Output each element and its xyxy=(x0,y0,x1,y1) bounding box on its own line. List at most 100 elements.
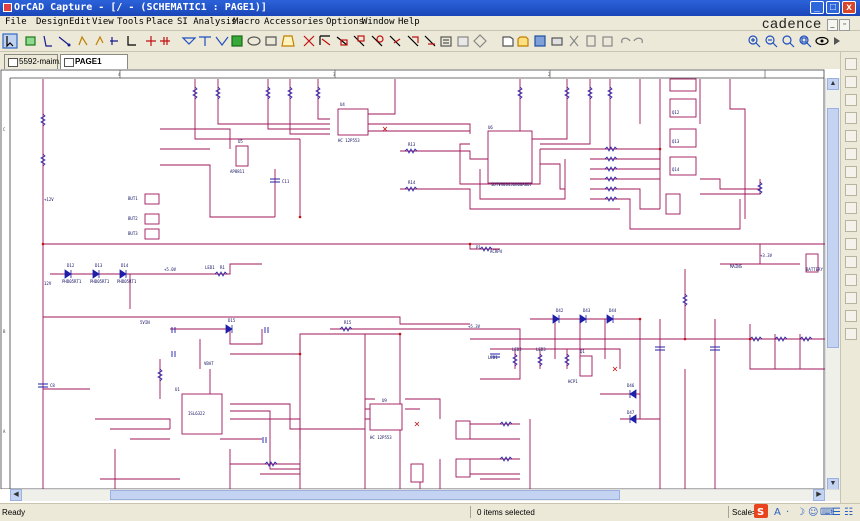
ic-bodies xyxy=(144,78,819,483)
net-label-53v: +5.3V xyxy=(468,324,481,329)
mdi-minimize-icon[interactable]: _ xyxy=(827,19,838,31)
net-label-3v3: +3.3V xyxy=(760,253,773,258)
zone-label-left-1: B xyxy=(3,329,6,334)
menu-si-analysis[interactable]: SI Analysis xyxy=(177,17,237,27)
menu-design[interactable]: Design xyxy=(36,17,69,27)
menu-window[interactable]: Window xyxy=(362,17,395,27)
diode-value-2: PHD05RT1 xyxy=(90,279,110,284)
diode-ref-d46: D46 xyxy=(627,383,635,388)
net-label-mains: MAINS xyxy=(730,264,743,269)
side-tool-14-icon[interactable] xyxy=(845,292,857,304)
window-title: OrCAD Capture - [/ - (SCHEMATIC1 : PAGE1… xyxy=(14,2,267,13)
menu-view[interactable]: View xyxy=(92,17,114,27)
resistors xyxy=(40,86,813,467)
resistor-ref-r14: R14 xyxy=(408,180,416,185)
ime-logo-icon: S xyxy=(757,507,764,518)
diodes xyxy=(64,269,637,424)
schematic-drawing[interactable]: 4 3 2 C B A xyxy=(0,69,840,489)
menu-file[interactable]: File xyxy=(5,17,27,27)
page-frame xyxy=(0,69,825,489)
part-ref-u4: U4 xyxy=(340,102,345,107)
side-tool-9-icon[interactable] xyxy=(845,202,857,214)
part-value-r1: LED1 xyxy=(205,265,215,270)
side-tool-11-icon[interactable] xyxy=(845,238,857,250)
maximize-button[interactable]: □ xyxy=(826,1,840,14)
menu-help[interactable]: Help xyxy=(398,17,420,27)
side-tool-7-icon[interactable] xyxy=(845,166,857,178)
zone-label-left-0: C xyxy=(3,127,6,132)
side-tool-16-icon[interactable] xyxy=(845,328,857,340)
part-value-j1: BUT1 xyxy=(128,196,138,201)
scroll-up-icon[interactable]: ▲ xyxy=(827,78,839,90)
menu-bar: File Design Edit View Tools Place SI Ana… xyxy=(0,16,860,31)
part-value-j2: BUT2 xyxy=(128,216,138,221)
diode-ref-d42: D42 xyxy=(556,308,564,313)
part-ref-u9: U9 xyxy=(382,398,387,403)
side-tool-15-icon[interactable] xyxy=(845,310,857,322)
zone-label-top-1: 3 xyxy=(333,72,336,77)
net-label-12v: +12V xyxy=(44,197,54,202)
tab-page1[interactable]: PAGE1 xyxy=(60,54,128,69)
net-label-5vin: 5VIN xyxy=(140,320,150,325)
diode-ref-d47: D47 xyxy=(627,410,635,415)
menu-edit[interactable]: Edit xyxy=(69,17,91,27)
ime-menu-icon: ☰ xyxy=(832,507,841,518)
led-ref-led1: LED1 xyxy=(488,355,498,360)
scroll-right-icon[interactable]: ▶ xyxy=(813,489,825,501)
part-ref-u5: U5 xyxy=(238,139,243,144)
part-ref-c8: C8 xyxy=(50,383,55,388)
horizontal-scrollbar[interactable]: ◀ ▶ xyxy=(10,489,840,501)
title-bar: OrCAD Capture - [/ - (SCHEMATIC1 : PAGE1… xyxy=(0,0,860,16)
schematic-canvas[interactable]: 4 3 2 C B A xyxy=(0,69,840,489)
diode-ref-d13: D13 xyxy=(95,263,103,268)
ime-smile-icon: ☺ xyxy=(808,507,818,518)
junction-dots xyxy=(41,147,752,356)
menu-accessories[interactable]: Accessories xyxy=(264,17,324,27)
side-tool-2-icon[interactable] xyxy=(845,76,857,88)
zone-label-top-0: 4 xyxy=(118,72,121,77)
ime-icons: A · ☽ ☺ ⌨ ☰ ☷ S xyxy=(754,504,853,518)
part-value-j3: BUT3 xyxy=(128,231,138,236)
menu-place[interactable]: Place xyxy=(146,17,174,27)
part-ref-q12: Q12 xyxy=(672,110,680,115)
tab-project-label: 5592-maim... xyxy=(19,57,66,66)
side-toolbar xyxy=(840,52,860,506)
close-button[interactable]: x xyxy=(842,1,856,14)
menu-tools[interactable]: Tools xyxy=(117,17,145,27)
vertical-scroll-thumb[interactable] xyxy=(827,108,839,348)
menu-macro[interactable]: Macro xyxy=(233,17,261,27)
status-ready: Ready xyxy=(2,508,26,517)
part-value-p1: ACRP4 xyxy=(490,249,503,254)
tab-project[interactable]: 5592-maim... xyxy=(4,54,66,69)
horizontal-scroll-thumb[interactable] xyxy=(110,490,620,500)
status-bar: Ready 0 items selected Scale= xyxy=(0,503,860,521)
zone-label-left-2: A xyxy=(3,429,6,434)
menu-options[interactable]: Options xyxy=(326,17,364,27)
vertical-scrollbar[interactable]: ▲ ▼ xyxy=(825,78,840,490)
mdi-restore-icon[interactable]: ▫ xyxy=(839,19,850,31)
cadence-logo: cadence xyxy=(762,15,822,31)
side-tool-3-icon[interactable] xyxy=(845,94,857,106)
document-tabs: 5592-maim... PAGE1 xyxy=(0,52,860,69)
side-tool-8-icon[interactable] xyxy=(845,184,857,196)
ime-skin-icon: ☷ xyxy=(844,507,853,518)
minimize-button[interactable]: _ xyxy=(810,1,824,14)
side-tool-12-icon[interactable] xyxy=(845,256,857,268)
page-icon xyxy=(64,58,74,67)
side-tool-10-icon[interactable] xyxy=(845,220,857,232)
diode-ref-d44: D44 xyxy=(609,308,617,313)
net-label-12v-b: 12V xyxy=(44,281,52,286)
ime-toolbar[interactable]: A · ☽ ☺ ⌨ ☰ ☷ S xyxy=(752,504,860,518)
side-tool-13-icon[interactable] xyxy=(845,274,857,286)
diode-value-3: PHD05RT1 xyxy=(117,279,137,284)
net-label-5v: +5.0V xyxy=(164,267,177,272)
side-tool-5-icon[interactable] xyxy=(845,130,857,142)
side-tool-1-icon[interactable] xyxy=(845,58,857,70)
diode-value-1: PHD05RT1 xyxy=(62,279,82,284)
ime-dot-icon: · xyxy=(786,507,789,518)
status-separator xyxy=(470,506,471,518)
side-tool-6-icon[interactable] xyxy=(845,148,857,160)
side-tool-4-icon[interactable] xyxy=(845,112,857,124)
scroll-left-icon[interactable]: ◀ xyxy=(10,489,22,501)
ime-a-icon: A xyxy=(774,507,781,518)
